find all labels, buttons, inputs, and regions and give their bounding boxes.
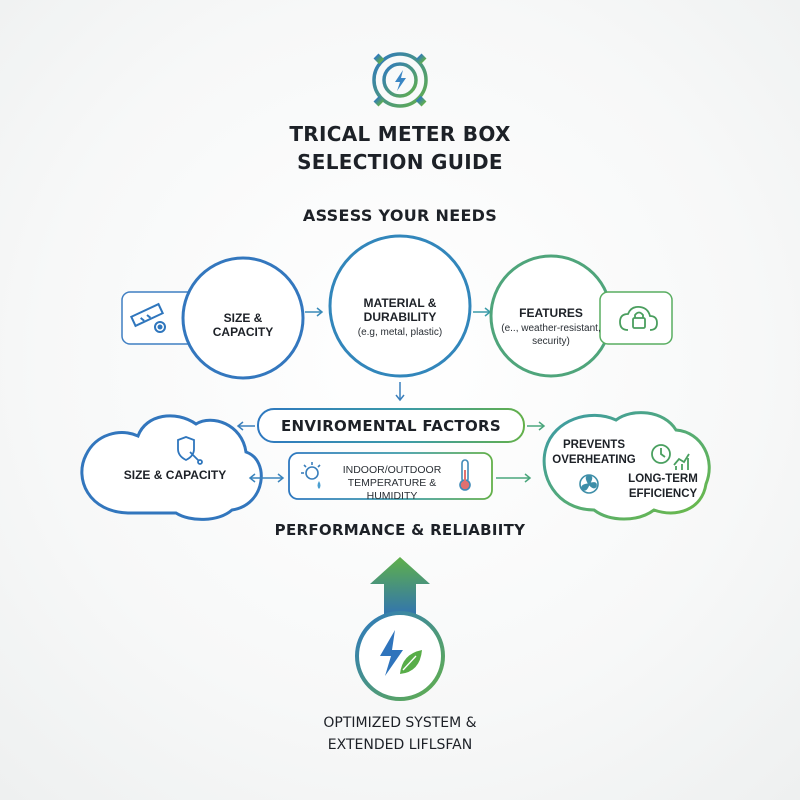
result-circle bbox=[355, 611, 445, 701]
long-term-line1: LONG-TERM bbox=[628, 473, 698, 485]
sun-drop-icon bbox=[301, 462, 321, 489]
arrow-material-to-features bbox=[473, 307, 492, 317]
cloud-lock-icon bbox=[619, 305, 658, 331]
environmental-factors-pill bbox=[257, 408, 525, 443]
features-subtitle-2: security) bbox=[532, 336, 570, 347]
prevents-line2: OVERHEATING bbox=[552, 454, 636, 466]
performance-heading: PERFORMANCE & RELIABIITY bbox=[274, 521, 526, 539]
prevents-overheating-group: PREVENTS OVERHEATING bbox=[548, 438, 640, 468]
shield-wrench-icon bbox=[177, 436, 203, 465]
clock-chart-icon bbox=[651, 444, 690, 470]
up-arrow bbox=[370, 557, 430, 620]
arrow-down-to-environment bbox=[395, 382, 405, 402]
features-subtitle-1: (e.., weather-resistant, bbox=[501, 323, 601, 334]
gear-lightning-icon bbox=[366, 46, 434, 114]
indoor-outdoor-label-group: INDOOR/OUTDOOR TEMPERATURE & HUMIDITY bbox=[326, 464, 458, 503]
arrow-pill-left bbox=[236, 421, 255, 431]
prevents-line1: PREVENTS bbox=[563, 439, 625, 451]
page-title: TRICAL METER BOX SELECTION GUIDE bbox=[250, 120, 550, 176]
size-capacity-circle bbox=[181, 256, 305, 380]
indoor-outdoor-line1: INDOOR/OUTDOOR bbox=[342, 464, 442, 476]
result-text: OPTIMIZED SYSTEM & EXTENDED LIFLSFAN bbox=[250, 712, 550, 756]
material-label-group: MATERIAL & DURABILITY (e.g, metal, plast… bbox=[330, 296, 470, 339]
long-term-efficiency-group: LONG-TERM EFFICIENCY bbox=[622, 472, 704, 502]
title-line-1: TRICAL METER BOX bbox=[289, 122, 511, 146]
indoor-outdoor-box bbox=[288, 452, 493, 500]
fan-icon bbox=[579, 474, 599, 494]
arrow-cloud-indoor bbox=[248, 473, 285, 483]
title-line-2: SELECTION GUIDE bbox=[297, 150, 503, 174]
material-title: MATERIAL & DURABILITY bbox=[363, 296, 437, 324]
assess-heading: ASSESS YOUR NEEDS bbox=[302, 206, 498, 225]
thermometer-icon bbox=[459, 459, 471, 491]
ruler-gear-icon bbox=[129, 302, 166, 333]
arrow-size-to-material bbox=[305, 307, 324, 317]
arrow-indoor-to-right bbox=[496, 473, 532, 483]
indoor-outdoor-line2: TEMPERATURE & HUMIDITY bbox=[347, 477, 437, 502]
size-capacity-label: SIZE & CAPACITY bbox=[212, 311, 274, 339]
long-term-line2: EFFICIENCY bbox=[628, 488, 698, 500]
result-line2: EXTENDED LIFLSFAN bbox=[327, 737, 473, 753]
environmental-factors-label: ENVIROMENTAL FACTORS bbox=[281, 417, 501, 435]
result-line1: OPTIMIZED SYSTEM & bbox=[323, 715, 477, 731]
lightning-leaf-icon bbox=[380, 630, 422, 676]
cloud-size-capacity-label: SIZE & CAPACITY bbox=[123, 468, 227, 482]
features-title: FEATURES bbox=[519, 306, 583, 320]
material-subtitle: (e.g, metal, plastic) bbox=[357, 327, 443, 338]
size-capacity-cloud bbox=[80, 414, 263, 521]
arrow-pill-right bbox=[527, 421, 546, 431]
features-label-group: FEATURES (e.., weather-resistant, securi… bbox=[494, 306, 608, 348]
material-durability-circle bbox=[328, 234, 472, 378]
